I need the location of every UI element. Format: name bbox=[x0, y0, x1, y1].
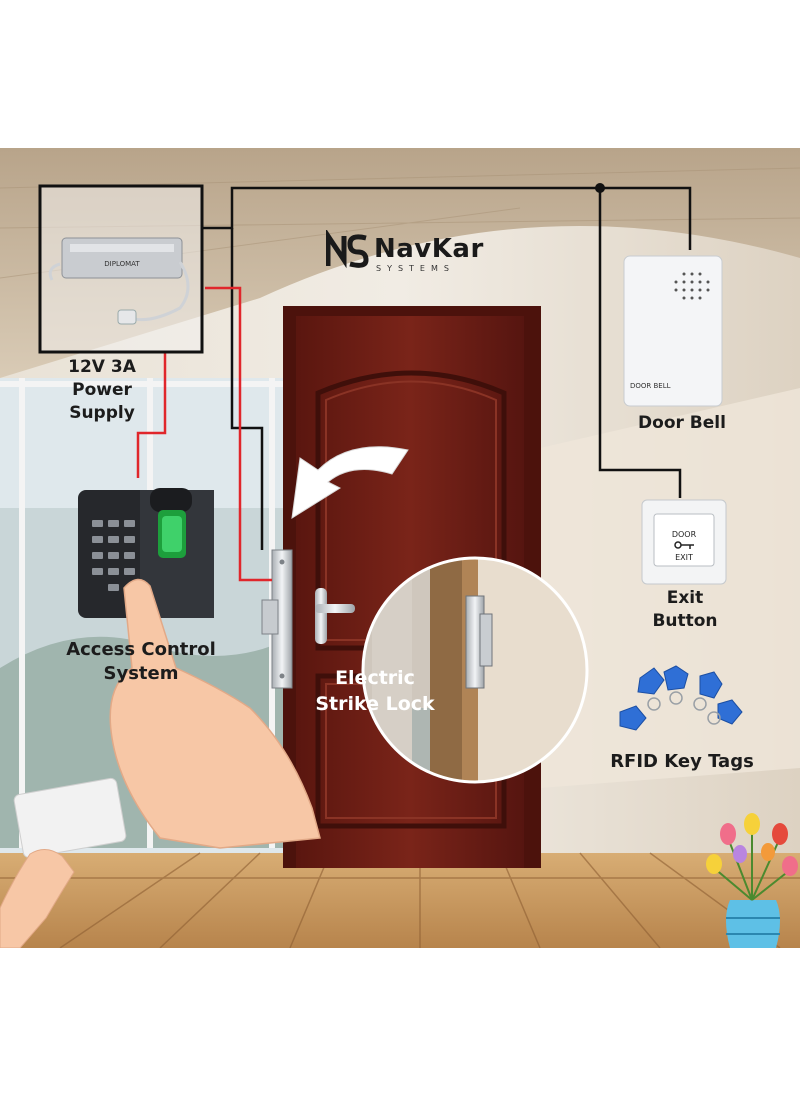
door-handle bbox=[315, 588, 355, 644]
rfid-card-hand bbox=[0, 777, 127, 948]
svg-text:DOOR: DOOR bbox=[672, 530, 697, 539]
access-control-label: Access Control System bbox=[66, 639, 216, 685]
pointing-hand bbox=[109, 578, 321, 849]
access-control-device bbox=[78, 488, 214, 618]
svg-text:DIPLOMAT: DIPLOMAT bbox=[104, 260, 140, 268]
strike-lock-label: Electric Strike Lock bbox=[315, 667, 435, 715]
arrow-icon bbox=[291, 446, 409, 519]
electric-strike-lock bbox=[261, 549, 293, 689]
brand-tagline: SYSTEMS bbox=[376, 264, 455, 273]
door-bell: DOOR BELL bbox=[623, 255, 723, 407]
rfid-key-tags bbox=[619, 665, 743, 731]
brand-name: NavKar bbox=[374, 234, 484, 264]
power-supply: DIPLOMAT bbox=[38, 184, 204, 354]
flower-vase bbox=[706, 813, 798, 948]
scene-illustration: DIPLOMAT DOOR BELL DOOR bbox=[0, 148, 800, 948]
svg-text:DOOR BELL: DOOR BELL bbox=[630, 382, 671, 390]
door-bell-label: Door Bell bbox=[638, 413, 726, 433]
rfid-label: RFID Key Tags bbox=[610, 751, 754, 772]
exit-button-device: DOOR EXIT bbox=[641, 499, 727, 585]
ns-logo-icon bbox=[326, 230, 369, 269]
exit-button-label: Exit Button bbox=[652, 588, 718, 631]
svg-text:EXIT: EXIT bbox=[675, 553, 693, 562]
wiring bbox=[136, 183, 692, 582]
wiring-diagram-scene: DIPLOMAT DOOR BELL DOOR bbox=[0, 148, 800, 948]
fingerprint-icon bbox=[150, 488, 192, 558]
key-icon bbox=[674, 541, 694, 549]
power-supply-label: 12V 3A Power Supply bbox=[68, 357, 136, 423]
